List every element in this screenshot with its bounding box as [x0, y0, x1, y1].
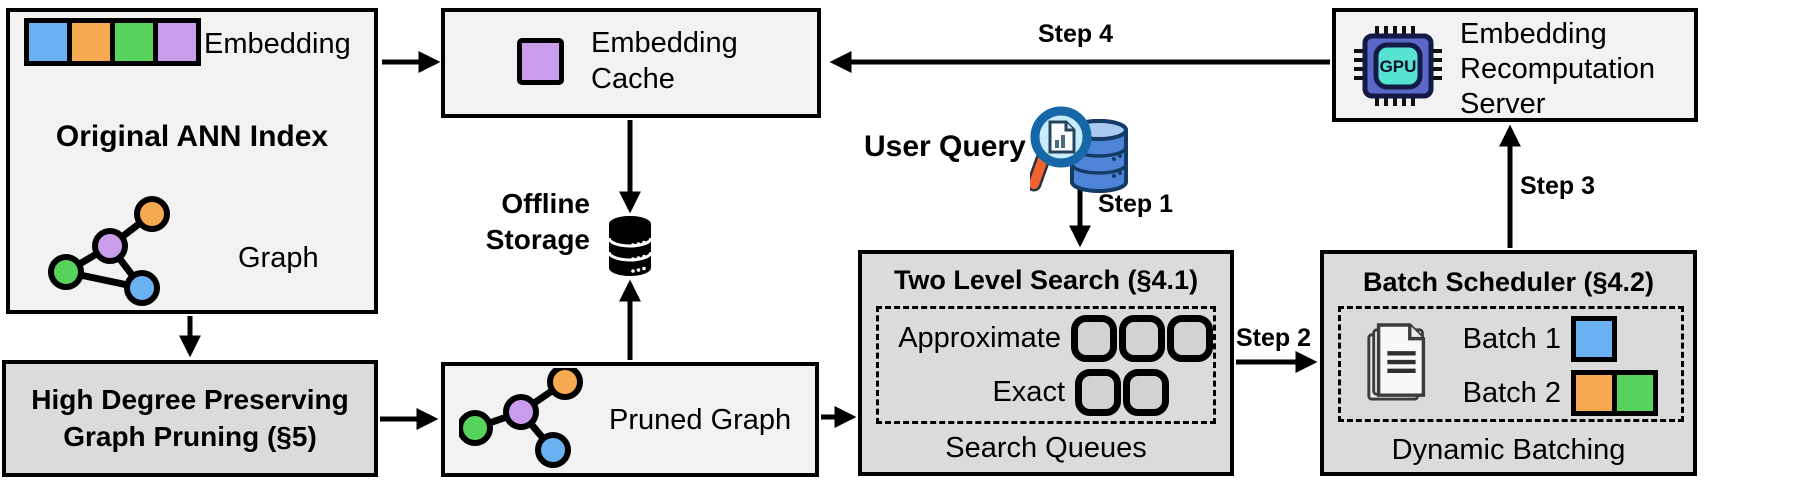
gpu-chip-icon: GPU	[1354, 26, 1442, 106]
batch-scheduler-box: Batch Scheduler (§4.2) Batch 1 Batch 2	[1320, 250, 1697, 476]
embedding-cell-purple	[158, 23, 196, 61]
approximate-queue-row: Approximate	[879, 314, 1213, 362]
graph-pruning-box: High Degree Preserving Graph Pruning (§5…	[2, 360, 378, 477]
batch1-query-blue	[1571, 316, 1617, 362]
dynamic-batching-panel: Batch 1 Batch 2	[1338, 306, 1684, 422]
exact-label: Exact	[992, 375, 1065, 408]
pruned-graph-box: Pruned Graph	[441, 362, 819, 477]
step1-label: Step 1	[1098, 190, 1174, 218]
exact-queue-row: Exact	[879, 368, 1213, 416]
batch1-label: Batch 1	[1462, 322, 1561, 355]
batch1-row: Batch 1	[1441, 315, 1617, 363]
embedding-cell-blue	[29, 23, 67, 61]
graph-icon	[48, 196, 170, 306]
batch-scheduler-title: Batch Scheduler (§4.2)	[1362, 267, 1655, 297]
queue-slot	[1167, 314, 1213, 362]
queue-slot	[1071, 314, 1117, 362]
batch2-row: Batch 2	[1441, 369, 1658, 417]
offline-storage-label: Offline Storage	[485, 188, 590, 256]
pruned-graph-icon	[459, 368, 583, 468]
documents-icon	[1367, 323, 1426, 401]
step4-label: Step 4	[1038, 20, 1114, 48]
query-magnifier-database-icon	[1030, 106, 1128, 193]
embedding-cell-green	[115, 23, 153, 61]
original-ann-index-box: Embedding Original ANN Index Graph	[6, 8, 378, 314]
search-queues-panel: Approximate Exact	[876, 306, 1216, 424]
database-icon	[607, 216, 653, 276]
embedding-label: Embedding	[204, 28, 351, 60]
queue-slot	[1119, 314, 1165, 362]
graph-pruning-title: High Degree Preserving Graph Pruning (§5…	[31, 384, 349, 452]
two-level-search-title: Two Level Search (§4.1)	[893, 265, 1199, 295]
queue-slot	[1075, 368, 1121, 416]
ann-index-title: Original ANN Index	[55, 120, 329, 153]
step2-label: Step 2	[1236, 324, 1312, 352]
embedding-cell-orange	[72, 23, 110, 61]
embedding-cache-label: Embedding Cache	[591, 27, 738, 96]
graph-label: Graph	[238, 242, 319, 274]
pruned-graph-label: Pruned Graph	[609, 404, 792, 436]
user-query-label: User Query	[864, 130, 1026, 163]
batch2-query-green	[1612, 370, 1658, 416]
cached-embedding-icon	[517, 38, 564, 85]
dynamic-batching-caption: Dynamic Batching	[1391, 434, 1626, 466]
approximate-label: Approximate	[898, 321, 1061, 354]
batch2-query-orange	[1571, 370, 1617, 416]
batch2-label: Batch 2	[1462, 376, 1561, 409]
step3-label: Step 3	[1520, 172, 1596, 200]
two-level-search-box: Two Level Search (§4.1) Approximate Exac…	[858, 250, 1234, 476]
search-queues-caption: Search Queues	[945, 432, 1147, 464]
embedding-cache-box: Embedding Cache	[441, 8, 821, 118]
queue-slot	[1123, 368, 1169, 416]
recomputation-server-label: Embedding Recomputation Server	[1460, 18, 1656, 120]
embedding-vector-icon	[24, 18, 201, 66]
gpu-text: GPU	[1380, 57, 1417, 76]
recomputation-server-box: GPU Embedding Recomputation Server	[1332, 8, 1698, 122]
